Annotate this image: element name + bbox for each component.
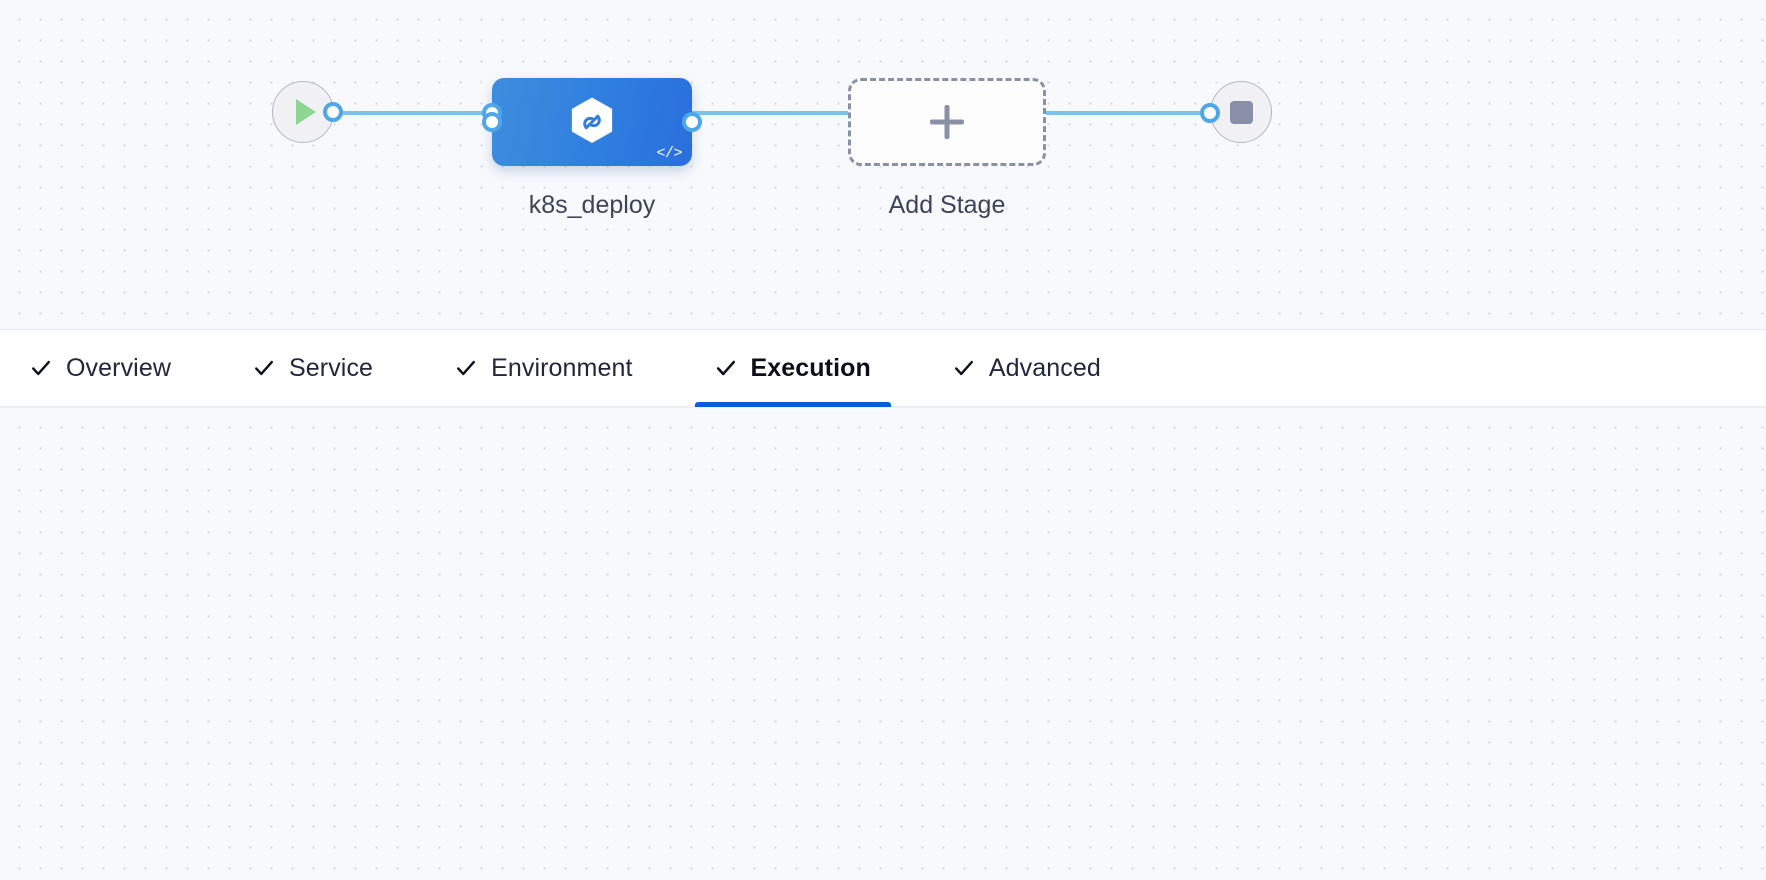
connector-dot[interactable] [1200, 103, 1220, 123]
plus-icon [929, 104, 965, 140]
stop-icon [1229, 100, 1253, 124]
stage-node-k8s-deploy[interactable]: </> [482, 78, 702, 166]
add-stage-button[interactable] [848, 78, 1046, 166]
tab-environment[interactable]: Environment [455, 330, 660, 407]
connector-start-to-stage [334, 103, 502, 123]
connector-dot[interactable] [682, 112, 702, 132]
tab-advanced[interactable]: Advanced [953, 330, 1129, 407]
stage-node-label: k8s_deploy [528, 191, 656, 219]
pipeline-start-node[interactable] [272, 81, 343, 143]
pipeline-end-node[interactable] [1210, 81, 1272, 143]
tab-label: Service [289, 353, 374, 382]
add-stage-label: Add Stage [888, 191, 1006, 219]
stage-node-column: </> k8s_deploy [482, 78, 702, 223]
stage-start-node-column [272, 78, 343, 143]
add-stage-column: Add Stage [848, 78, 1046, 223]
tab-label: Advanced [988, 353, 1101, 382]
tab-label: Execution [750, 353, 871, 382]
tab-execution[interactable]: Execution [694, 330, 899, 407]
check-icon [457, 360, 476, 376]
tab-overview[interactable]: Overview [30, 330, 199, 407]
execution-canvas[interactable]: </> K8sDiff </> Rollout Deployment [0, 407, 1766, 880]
connector-add-stage-to-end [1046, 103, 1220, 123]
connector-stage-to-add-stage [692, 111, 848, 115]
harness-kubernetes-hexagon-icon [571, 97, 613, 143]
tab-label: Environment [491, 353, 633, 382]
connector-dot[interactable] [323, 102, 343, 122]
stage-end-node-column [1210, 78, 1272, 143]
check-icon [32, 360, 50, 376]
code-badge: </> [656, 145, 682, 162]
stage-config-tabbar: Overview Service Environment Execution A… [0, 330, 1766, 407]
stage-graph-row: </> k8s_deploy Add Stage [0, 78, 1766, 223]
check-icon [954, 360, 973, 376]
play-icon [296, 99, 316, 125]
connector-dot[interactable] [482, 112, 502, 132]
tab-service[interactable]: Service [253, 330, 401, 407]
tab-label: Overview [66, 353, 171, 382]
check-icon [255, 360, 273, 376]
stage-canvas[interactable]: </> k8s_deploy Add Stage [0, 0, 1766, 330]
check-icon [716, 360, 735, 376]
